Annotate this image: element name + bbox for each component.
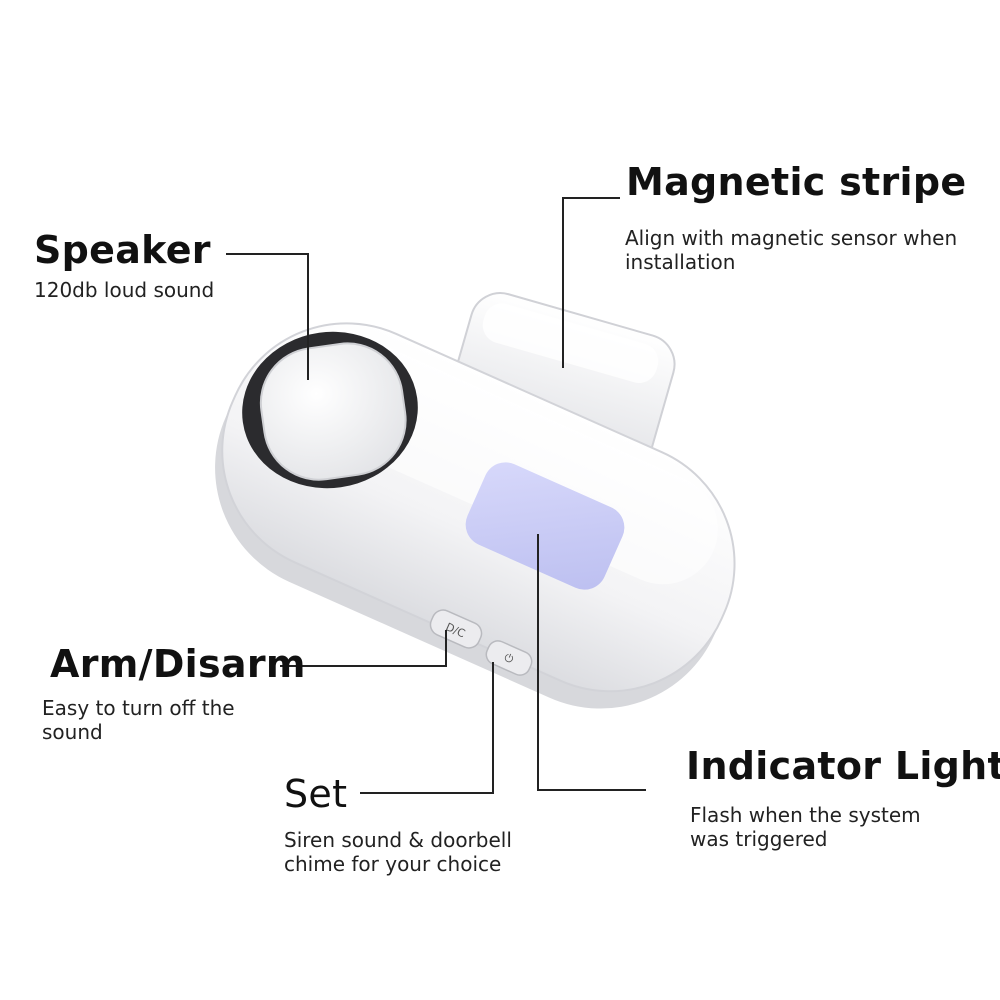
arm-disarm-title: Arm/Disarm xyxy=(50,642,306,686)
magnetic-stripe-desc-line2: installation xyxy=(625,250,736,274)
speaker-desc: 120db loud sound xyxy=(34,278,215,302)
arm-disarm-callout-line xyxy=(280,630,447,667)
arm-disarm-desc-line1: Easy to turn off the xyxy=(42,696,235,720)
speaker-part xyxy=(242,331,418,489)
side-buttons: D/C ⏻ xyxy=(429,609,533,676)
set-desc-line2: chime for your choice xyxy=(284,852,502,876)
speaker-callout-line xyxy=(226,253,309,380)
set-title: Set xyxy=(284,772,348,816)
indicator-light-part xyxy=(465,462,625,590)
indicator-light-title: Indicator Light xyxy=(686,744,1000,788)
set-desc-line1: Siren sound & doorbell xyxy=(284,828,512,852)
indicator-light-desc-line1: Flash when the system xyxy=(690,803,921,827)
indicator-light-desc-line2: was triggered xyxy=(690,827,828,851)
callout-lines xyxy=(226,197,646,794)
magnetic-stripe-callout-line xyxy=(562,197,620,368)
arm-disarm-desc-line2: sound xyxy=(42,720,103,744)
set-callout-line xyxy=(360,662,494,794)
indicator-light-callout-line xyxy=(537,534,646,791)
magnetic-stripe-desc-line1: Align with magnetic sensor when xyxy=(625,226,958,250)
speaker-title: Speaker xyxy=(34,228,211,272)
magnetic-stripe-title: Magnetic stripe xyxy=(626,160,967,204)
